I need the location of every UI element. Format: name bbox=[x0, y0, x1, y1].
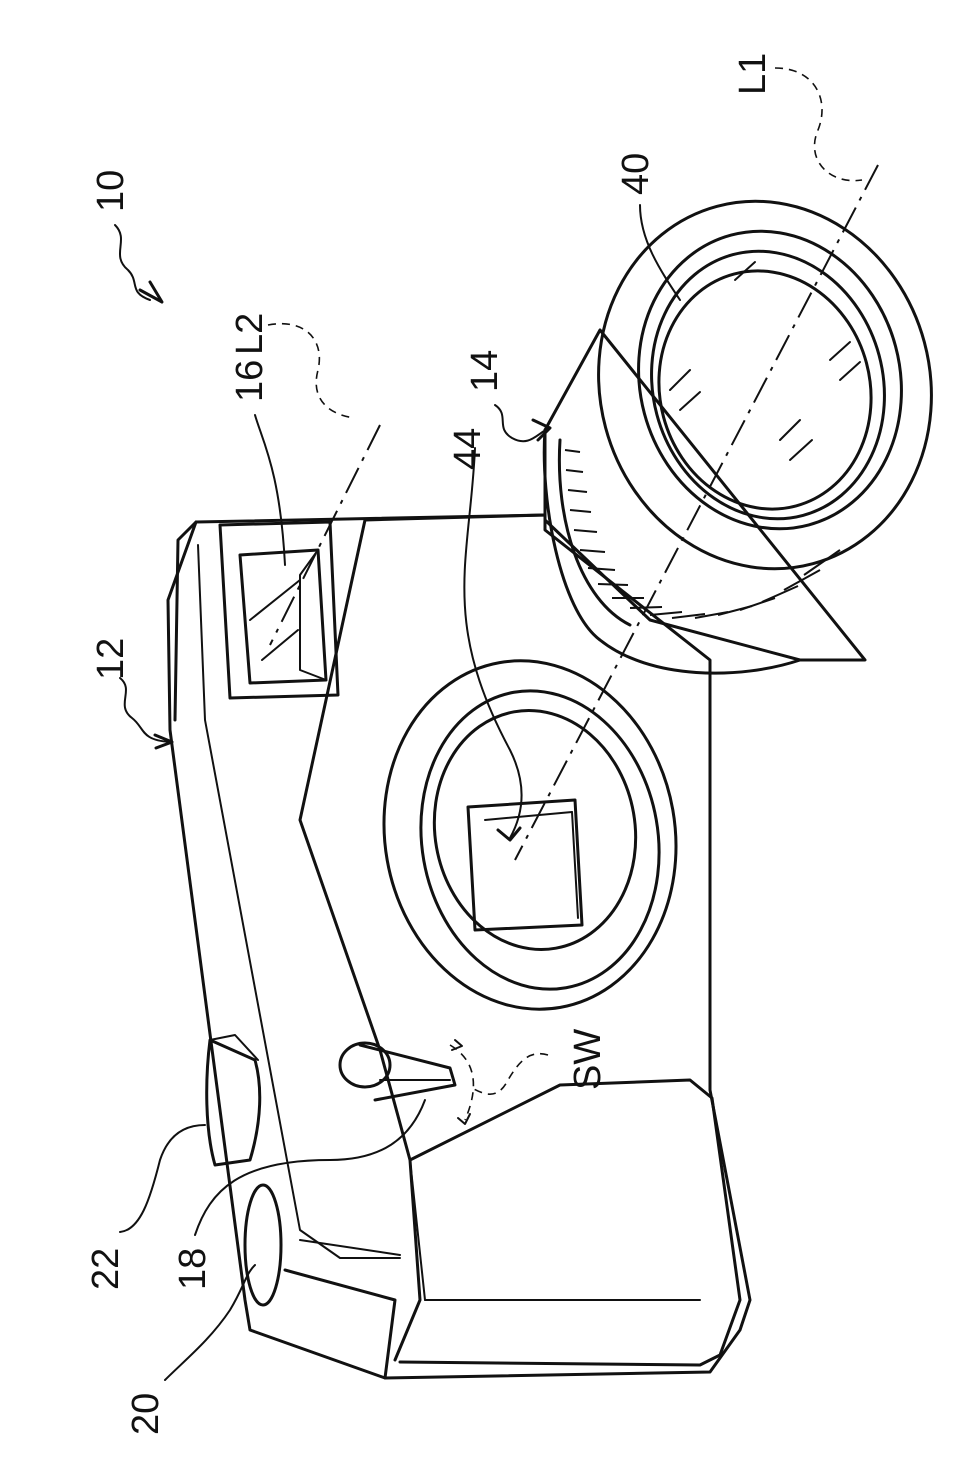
lens-barrel bbox=[542, 199, 933, 675]
mode-dial bbox=[205, 1034, 262, 1167]
optical-axis-l2 bbox=[269, 424, 381, 646]
grip-window bbox=[243, 1183, 283, 1307]
label-l2: L2 bbox=[229, 313, 271, 355]
label-44: 44 bbox=[447, 428, 489, 470]
camera-body bbox=[166, 513, 752, 1380]
viewfinder-window bbox=[218, 520, 340, 700]
label-22: 22 bbox=[85, 1248, 127, 1290]
optical-axis-l1 bbox=[514, 164, 879, 861]
label-sw: SW bbox=[567, 1029, 609, 1090]
reference-labels: 10 12 14 16 18 20 22 40 44 L1 L2 SW bbox=[85, 53, 774, 1435]
label-10: 10 bbox=[90, 170, 132, 212]
focus-ring-knurling bbox=[564, 449, 841, 619]
label-14: 14 bbox=[464, 350, 506, 392]
label-l1: L1 bbox=[732, 53, 774, 95]
label-20: 20 bbox=[125, 1393, 167, 1435]
label-40: 40 bbox=[615, 153, 657, 195]
label-16: 16 bbox=[229, 360, 271, 402]
label-12: 12 bbox=[90, 638, 132, 680]
switch-lever bbox=[338, 1039, 475, 1125]
leader-lines bbox=[114, 67, 863, 1381]
label-18: 18 bbox=[172, 1248, 214, 1290]
lens-mount bbox=[382, 659, 678, 1011]
